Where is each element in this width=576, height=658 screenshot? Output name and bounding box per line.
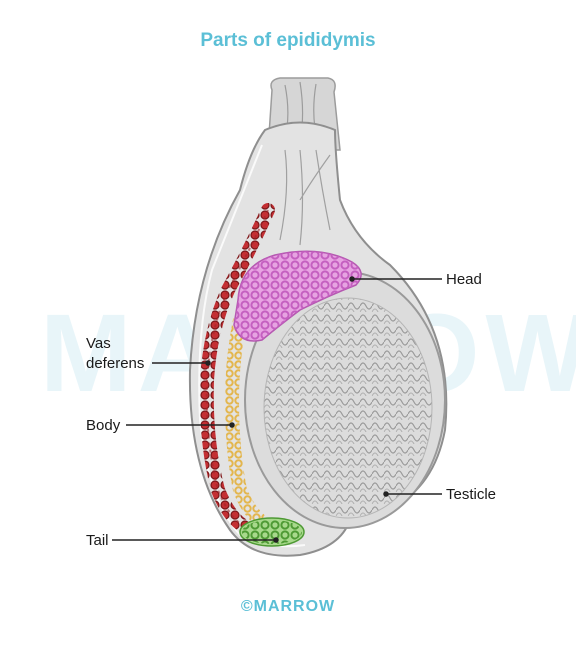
- page-title: Parts of epididymis: [200, 30, 376, 51]
- label-vas-deferens-line2: deferens: [86, 355, 145, 372]
- label-head: Head: [446, 271, 482, 288]
- epididymis-body: [224, 313, 265, 525]
- label-tail: Tail: [86, 532, 109, 549]
- footer-brand: ©MARROW: [240, 598, 336, 615]
- label-testicle: Testicle: [446, 486, 497, 503]
- label-body: Body: [86, 417, 121, 434]
- label-vas-deferens-line1: Vas: [86, 335, 111, 352]
